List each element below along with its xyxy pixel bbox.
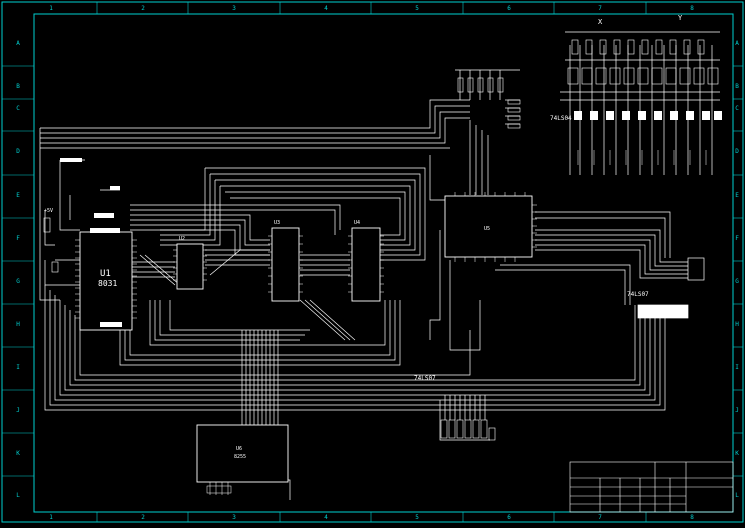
crystal-component — [94, 213, 114, 218]
u3-chip: U3 — [268, 220, 303, 302]
u6-ref-label: U6 — [236, 446, 242, 452]
row-label: A — [16, 40, 20, 47]
u1-pin-stubs — [75, 239, 137, 319]
column-label: 1 — [49, 5, 53, 12]
u5-body — [444, 195, 533, 258]
u6-body — [196, 424, 289, 483]
column-label: 8 — [690, 514, 694, 521]
column-label: 4 — [324, 5, 328, 12]
column-label: 6 — [507, 514, 511, 521]
row-label: J — [16, 407, 20, 414]
title-block — [569, 461, 734, 513]
power-connector — [110, 186, 120, 190]
power-bar — [60, 158, 82, 162]
column-label: 7 — [598, 5, 602, 12]
row-label: C — [735, 105, 739, 112]
u4-body — [351, 227, 381, 302]
reset-resistor — [43, 217, 51, 233]
row-label: L — [16, 492, 20, 499]
row-label: F — [735, 235, 739, 242]
row-label: B — [16, 83, 20, 90]
display-driver-section: 74LS04 X Y — [550, 14, 722, 165]
row-label: L — [735, 492, 739, 499]
row-label: B — [735, 83, 739, 90]
row-label: D — [735, 148, 739, 155]
u4-ref-label: U4 — [354, 220, 360, 226]
row-label: K — [735, 450, 739, 457]
row-label: I — [735, 364, 739, 371]
u1-footer-pins — [100, 322, 122, 327]
row-zone-markers: A B C D E F G H I J K L A B C D E F G H … — [16, 40, 739, 499]
column-label: 2 — [141, 5, 145, 12]
right-driver-block: 74LS07 — [627, 257, 705, 319]
u6-value-label: 8255 — [234, 454, 246, 460]
row-label: J — [735, 407, 739, 414]
column-zone-markers: 1 2 3 4 5 6 7 8 1 2 3 4 5 6 7 8 — [49, 5, 694, 521]
right-driver-chip — [637, 304, 689, 319]
u6-port-connector — [206, 485, 232, 494]
u1-header-pins — [90, 228, 120, 233]
left-support-parts: +5V — [43, 158, 120, 273]
column-label: 7 — [598, 514, 602, 521]
row-label: A — [735, 40, 739, 47]
row-label: E — [735, 192, 739, 199]
row-label: C — [16, 105, 20, 112]
u1-chip: U1 8031 — [75, 213, 137, 331]
mark-y: Y — [678, 14, 683, 22]
row-zone-ticks — [2, 65, 743, 477]
display-output-pins — [577, 150, 707, 165]
u3-body — [271, 227, 300, 302]
row-label: G — [735, 278, 739, 285]
u1-value-label: 8031 — [98, 279, 117, 288]
u5-ref-label: U5 — [484, 226, 490, 232]
row-label: E — [16, 192, 20, 199]
row-label: K — [16, 450, 20, 457]
u2-chip: U2 — [173, 236, 207, 290]
column-label: 4 — [324, 514, 328, 521]
row-label: G — [16, 278, 20, 285]
transistor-resistor-row — [567, 39, 719, 85]
bottom-resistor-array — [440, 419, 496, 441]
inverter-buffers — [574, 111, 722, 120]
right-header — [687, 257, 705, 281]
u1-ref-label: U1 — [100, 269, 111, 279]
bottom-driver-label: 74LS07 — [414, 375, 436, 382]
u1-body — [79, 231, 133, 331]
u5-chip: U5 — [444, 192, 537, 262]
inner-frame — [33, 13, 734, 513]
u6-chip: U6 8255 — [196, 424, 289, 495]
column-label: 3 — [232, 514, 236, 521]
u2-body — [176, 243, 204, 290]
column-label: 5 — [415, 5, 419, 12]
column-label: 2 — [141, 514, 145, 521]
column-label: 1 — [49, 514, 53, 521]
u2-ref-label: U2 — [179, 236, 185, 242]
reset-capacitor — [51, 261, 59, 273]
column-label: 5 — [415, 514, 419, 521]
u4-chip: U4 — [348, 220, 384, 302]
row-label: D — [16, 148, 20, 155]
u3-ref-label: U3 — [274, 220, 280, 226]
column-label: 8 — [690, 5, 694, 12]
top-resistor-pack — [457, 77, 521, 129]
column-zone-ticks — [96, 2, 647, 522]
row-label: I — [16, 364, 20, 371]
row-label: H — [16, 321, 20, 328]
column-label: 6 — [507, 5, 511, 12]
mark-x: X — [598, 18, 603, 26]
right-driver-label: 74LS07 — [627, 291, 649, 298]
row-label: F — [16, 235, 20, 242]
row-label: H — [735, 321, 739, 328]
top-driver-label: 74LS04 — [550, 115, 572, 122]
column-label: 3 — [232, 5, 236, 12]
vcc-label: +5V — [44, 208, 53, 214]
